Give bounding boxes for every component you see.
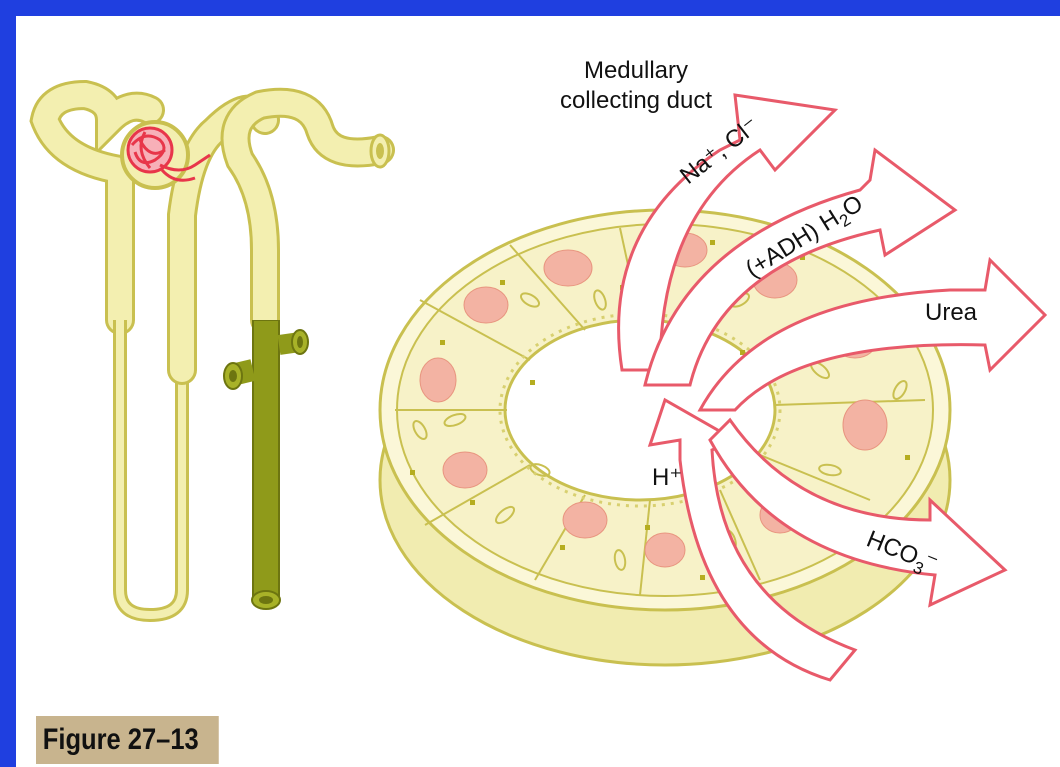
diagram-frame: Medullary collecting duct	[16, 16, 1060, 767]
nephron	[45, 95, 389, 615]
collecting-duct-tube	[253, 320, 279, 600]
diagram-svg: Na⁺, Cl⁻ (+ADH) H2O Urea H⁺ HCO3–	[16, 16, 1060, 767]
label-h-plus: H⁺	[652, 464, 682, 491]
figure-label: Figure 27–13	[36, 716, 219, 764]
label-urea: Urea	[925, 299, 978, 326]
